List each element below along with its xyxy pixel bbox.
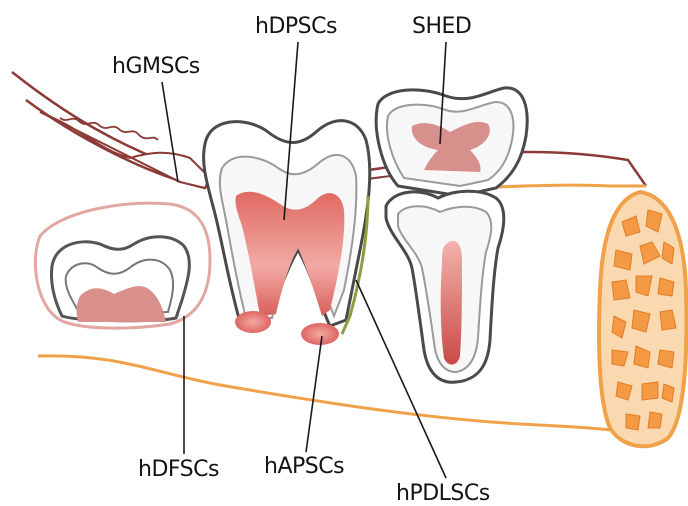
apical-papilla-right bbox=[301, 323, 339, 345]
successor-pulp bbox=[441, 241, 462, 365]
label-hpdlscs: hPDLSCs bbox=[396, 481, 490, 506]
apical-papilla-left bbox=[235, 311, 271, 333]
label-hdpscs: hDPSCs bbox=[255, 14, 337, 39]
gingiva-margin bbox=[40, 112, 210, 188]
label-hdfscs: hDFSCs bbox=[138, 457, 219, 482]
label-hapscs: hAPSCs bbox=[264, 454, 344, 479]
leader-hapscs bbox=[306, 336, 322, 452]
label-shed: SHED bbox=[412, 14, 471, 39]
alveolar-bone-line bbox=[38, 356, 628, 432]
label-hgmscs: hGMSCs bbox=[112, 54, 200, 79]
